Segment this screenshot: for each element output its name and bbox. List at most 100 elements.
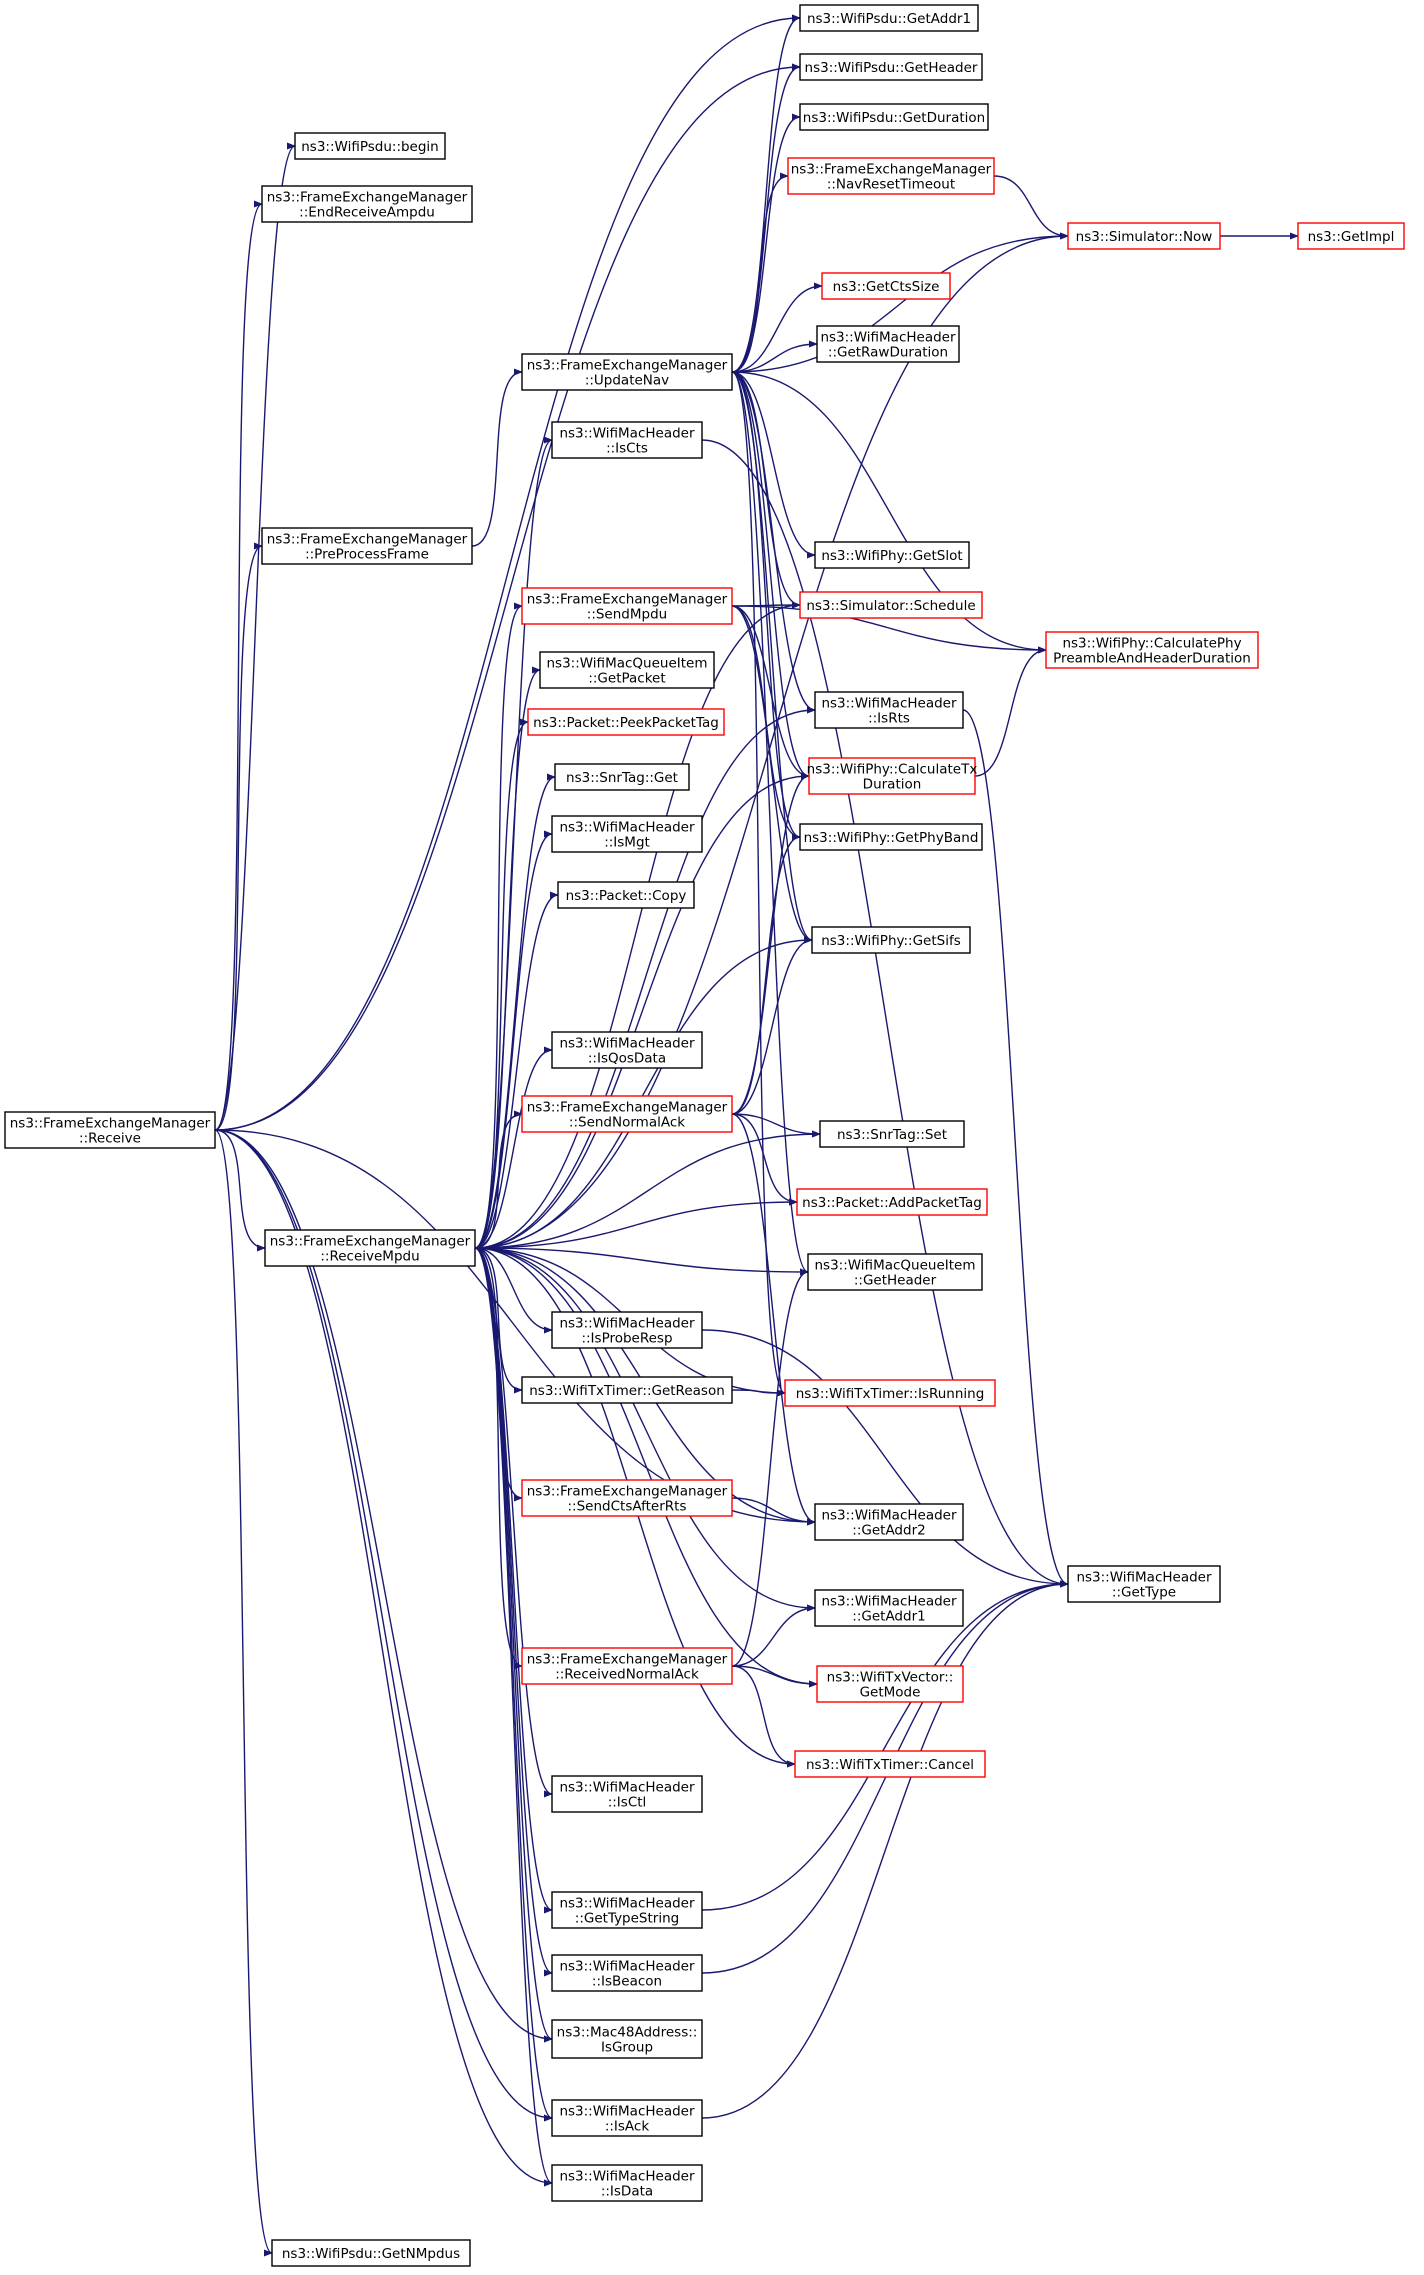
node-getimpl[interactable]: ns3::GetImpl [1297, 222, 1405, 250]
node-label-gettype-line-0: ns3::WifiMacHeader [1076, 1570, 1212, 1586]
node-label-isctl-line-1: ::IsCtl [608, 1795, 647, 1811]
node-box-peekpackettag [527, 708, 725, 736]
node-label-receivempdu-line-1: ::ReceiveMpdu [320, 1249, 419, 1265]
node-iscts[interactable]: ns3::WifiMacHeader::IsCts [551, 421, 703, 459]
node-label-getaddr2-line-1: ::GetAddr2 [852, 1523, 925, 1539]
edge-sendnormalack-to-getaddr2 [731, 1113, 816, 1526]
node-peekpackettag[interactable]: ns3::Packet::PeekPacketTag [527, 708, 725, 736]
node-isack[interactable]: ns3::WifiMacHeader::IsAck [551, 2099, 703, 2137]
node-qi_getpacket[interactable]: ns3::WifiMacQueueItem::GetPacket [539, 651, 715, 689]
node-gettypestring[interactable]: ns3::WifiMacHeader::GetTypeString [551, 1891, 703, 1929]
node-box-psdu_getaddr1 [799, 4, 979, 32]
edge-sendctsafterrts-to-getaddr2 [731, 1497, 816, 1526]
node-label-gettype-line-1: ::GetType [1112, 1585, 1176, 1601]
node-updatenav[interactable]: ns3::FrameExchangeManager::UpdateNav [521, 353, 733, 391]
edge-receivempdu-to-isbeacon [474, 1247, 553, 1977]
edge-preprocess-to-updatenav [471, 368, 523, 547]
node-box-gettypestring [551, 1891, 703, 1929]
node-snrset[interactable]: ns3::SnrTag::Set [819, 1120, 965, 1148]
node-box-psdu_getduration [799, 103, 989, 131]
edge-isbeacon-to-gettype [701, 1580, 1069, 1974]
node-getsifs[interactable]: ns3::WifiPhy::GetSifs [811, 926, 971, 954]
node-getaddr2[interactable]: ns3::WifiMacHeader::GetAddr2 [814, 1503, 964, 1541]
node-getmode[interactable]: ns3::WifiTxVector::GetMode [816, 1665, 964, 1703]
edge-receive-to-getnmpdus [214, 1129, 273, 2257]
node-receivempdu[interactable]: ns3::FrameExchangeManager::ReceiveMpdu [264, 1229, 476, 1267]
node-box-calcpreamble [1045, 631, 1259, 669]
node-receive[interactable]: ns3::FrameExchangeManager::Receive [4, 1111, 216, 1149]
node-psdu_begin[interactable]: ns3::WifiPsdu::begin [294, 132, 446, 160]
node-label-updatenav-line-0: ns3::FrameExchangeManager [527, 358, 728, 374]
node-pktcopy[interactable]: ns3::Packet::Copy [557, 881, 695, 909]
edge-sendnormalack-to-getphyband [731, 833, 801, 1115]
node-getphyband[interactable]: ns3::WifiPhy::GetPhyBand [799, 823, 983, 851]
node-box-sendctsafterrts [521, 1479, 733, 1517]
node-box-snrset [819, 1120, 965, 1148]
node-getnmpdus[interactable]: ns3::WifiPsdu::GetNMpdus [271, 2239, 471, 2267]
edge-updatenav-to-getsifs [731, 371, 813, 944]
node-box-snrget [554, 763, 690, 791]
edge-receivempdu-to-isctl [474, 1247, 553, 1798]
node-isctl[interactable]: ns3::WifiMacHeader::IsCtl [551, 1775, 703, 1813]
node-label-isack-line-1: ::IsAck [605, 2119, 650, 2135]
node-sendnormalack[interactable]: ns3::FrameExchangeManager::SendNormalAck [521, 1095, 733, 1133]
node-isrunning[interactable]: ns3::WifiTxTimer::IsRunning [784, 1379, 996, 1407]
node-getctssize[interactable]: ns3::GetCtsSize [821, 272, 951, 300]
node-label-psdu_begin-line-0: ns3::WifiPsdu::begin [301, 139, 439, 155]
node-cancel[interactable]: ns3::WifiTxTimer::Cancel [794, 1750, 986, 1778]
edge-recvnormalack-to-getmode [731, 1665, 818, 1688]
node-label-getnmpdus-line-0: ns3::WifiPsdu::GetNMpdus [282, 2246, 460, 2262]
node-isrts[interactable]: ns3::WifiMacHeader::IsRts [814, 691, 964, 729]
node-getaddr1[interactable]: ns3::WifiMacHeader::GetAddr1 [814, 1589, 964, 1627]
node-sendctsafterrts[interactable]: ns3::FrameExchangeManager::SendCtsAfterR… [521, 1479, 733, 1517]
node-schedule[interactable]: ns3::Simulator::Schedule [799, 591, 983, 619]
node-box-endrecvampdu [261, 185, 473, 223]
node-box-navreset [787, 157, 995, 195]
edge-receivempdu-to-schedule [474, 601, 801, 1249]
node-navreset[interactable]: ns3::FrameExchangeManager::NavResetTimeo… [787, 157, 995, 195]
node-label-snrget-line-0: ns3::SnrTag::Get [566, 770, 678, 786]
node-sim_now[interactable]: ns3::Simulator::Now [1067, 222, 1221, 250]
edge-receive-to-endrecvampdu [214, 200, 263, 1131]
node-label-getaddr2-line-0: ns3::WifiMacHeader [821, 1508, 957, 1524]
node-label-psdu_getheader-line-0: ns3::WifiPsdu::GetHeader [805, 60, 978, 76]
node-isqosdata[interactable]: ns3::WifiMacHeader::IsQosData [551, 1031, 703, 1069]
node-getreason[interactable]: ns3::WifiTxTimer::GetReason [521, 1376, 733, 1404]
edge-receivempdu-to-qi_getpacket [474, 666, 541, 1249]
node-box-getslot [814, 541, 970, 569]
node-label-getmode-line-0: ns3::WifiTxVector:: [827, 1670, 954, 1686]
node-sendmpdu[interactable]: ns3::FrameExchangeManager::SendMpdu [521, 587, 733, 625]
node-snrget[interactable]: ns3::SnrTag::Get [554, 763, 690, 791]
node-box-sendnormalack [521, 1095, 733, 1133]
node-recvnormalack[interactable]: ns3::FrameExchangeManager::ReceivedNorma… [521, 1647, 733, 1685]
edge-receive-to-isack [214, 1129, 553, 2122]
node-calcpreamble[interactable]: ns3::WifiPhy::CalculatePhyPreambleAndHea… [1045, 631, 1259, 669]
node-ismgt[interactable]: ns3::WifiMacHeader::IsMgt [551, 815, 703, 853]
node-endrecvampdu[interactable]: ns3::FrameExchangeManager::EndReceiveAmp… [261, 185, 473, 223]
node-addpackettag[interactable]: ns3::Packet::AddPacketTag [796, 1188, 988, 1216]
node-psdu_getduration[interactable]: ns3::WifiPsdu::GetDuration [799, 103, 989, 131]
node-getslot[interactable]: ns3::WifiPhy::GetSlot [814, 541, 970, 569]
node-label-calctx-line-1: Duration [863, 777, 922, 793]
node-box-isproberesp [551, 1311, 703, 1349]
node-box-pktcopy [557, 881, 695, 909]
edge-iscts-to-gettype [701, 439, 1069, 1588]
node-psdu_getheader[interactable]: ns3::WifiPsdu::GetHeader [799, 53, 983, 81]
node-isproberesp[interactable]: ns3::WifiMacHeader::IsProbeResp [551, 1311, 703, 1349]
edge-receive-to-psdu_begin [214, 142, 296, 1131]
edge-receivempdu-to-peekpackettag [474, 718, 529, 1249]
node-isgroup[interactable]: ns3::Mac48Address::IsGroup [551, 2019, 703, 2059]
node-label-recvnormalack-line-1: ::ReceivedNormalAck [555, 1667, 699, 1683]
node-getrawduration[interactable]: ns3::WifiMacHeader::GetRawDuration [816, 325, 960, 363]
edge-sendnormalack-to-getsifs [731, 936, 813, 1115]
node-isdata[interactable]: ns3::WifiMacHeader::IsData [551, 2164, 703, 2202]
node-gettype[interactable]: ns3::WifiMacHeader::GetType [1067, 1565, 1221, 1603]
node-preprocess[interactable]: ns3::FrameExchangeManager::PreProcessFra… [261, 527, 473, 565]
node-box-updatenav [521, 353, 733, 391]
node-psdu_getaddr1[interactable]: ns3::WifiPsdu::GetAddr1 [799, 4, 979, 32]
node-isbeacon[interactable]: ns3::WifiMacHeader::IsBeacon [551, 1954, 703, 1992]
node-label-calcpreamble-line-0: ns3::WifiPhy::CalculatePhy [1062, 636, 1241, 652]
node-qi_getheader[interactable]: ns3::WifiMacQueueItem::GetHeader [807, 1253, 983, 1291]
